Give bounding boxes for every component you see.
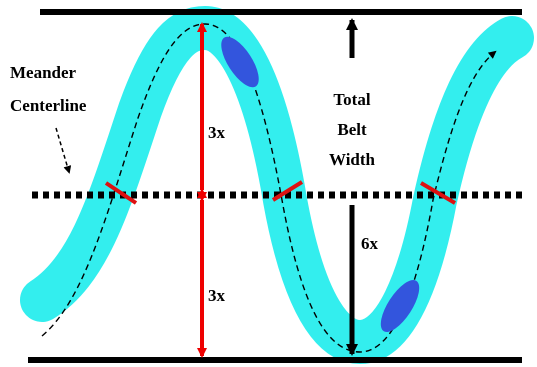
- meander-centerline-label-line2: Centerline: [10, 96, 87, 115]
- crossing-mark-left: [104, 181, 138, 205]
- centerline-pointer-arrow: [55, 127, 72, 174]
- point-bar-lower: [380, 280, 420, 332]
- meander-channel: [20, 6, 534, 364]
- point-bar-upper: [221, 36, 259, 88]
- upper-half-width-label: 3x: [208, 123, 226, 142]
- meander-centerline-label-line1: Meander: [10, 63, 77, 82]
- total-belt-width-label-line2: Belt: [337, 120, 367, 139]
- crossing-mark-middle: [271, 180, 304, 202]
- total-belt-width-label-line1: Total: [333, 90, 370, 109]
- crossing-mark-right: [419, 181, 457, 205]
- meander-centerline: [41, 23, 497, 353]
- total-belt-width-label-line3: Width: [329, 150, 376, 169]
- full-width-label: 6x: [361, 234, 379, 253]
- lower-half-width-label: 3x: [208, 286, 226, 305]
